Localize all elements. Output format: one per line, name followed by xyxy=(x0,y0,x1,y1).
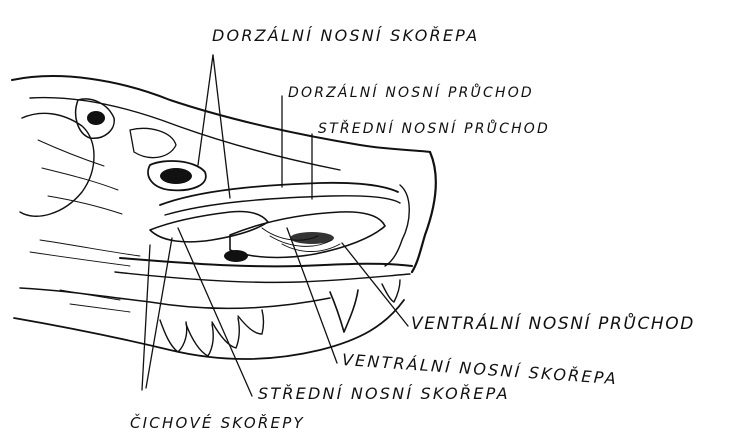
tooth xyxy=(212,318,239,348)
hard-palate-outline xyxy=(120,258,412,266)
hatching xyxy=(60,290,120,300)
tooth xyxy=(160,320,187,352)
dark-sinus-fill xyxy=(87,111,105,125)
nose-tip-outline xyxy=(412,152,436,272)
nasal-plane-inner-outline xyxy=(385,185,409,266)
label-dorzalni-nosni-skorepa: DORZÁLNÍ NOSNÍ SKOŘEPA xyxy=(212,28,479,44)
tooth xyxy=(238,310,264,334)
label-ventralni-nosni-pruchod: VENTRÁLNÍ NOSNÍ PRŮCHOD xyxy=(411,316,695,333)
label-cichove-skorepy: ČICHOVÉ SKOŘEPY xyxy=(130,416,305,431)
dorsal-nasal-concha-lower-outline xyxy=(165,196,400,215)
ethmoid-lamina xyxy=(48,196,122,214)
hatching xyxy=(70,304,130,312)
label-dorzalni-nosni-pruchod: DORZÁLNÍ NOSNÍ PRŮCHOD xyxy=(288,86,534,100)
incisor-tooth xyxy=(382,280,400,302)
leader-dorzalni-skorepa-right xyxy=(213,55,230,198)
middle-concha-outline xyxy=(150,211,268,241)
dark-palate-fill xyxy=(224,250,248,262)
cranial-cavity-outline xyxy=(20,113,94,216)
dorsal-nasal-concha-outline xyxy=(160,183,398,205)
tooth xyxy=(186,324,213,356)
label-stredni-nosni-pruchod: STŘEDNÍ NOSNÍ PRŮCHOD xyxy=(318,122,550,136)
dark-meatus-fill xyxy=(290,232,334,244)
hatching xyxy=(30,252,130,266)
sinus-chamber-outline xyxy=(130,128,176,157)
ethmoid-lamina xyxy=(42,168,118,190)
label-stredni-nosni-skorepa: STŘEDNÍ NOSNÍ SKOŘEPA xyxy=(258,386,510,402)
hatching xyxy=(40,240,140,256)
canine-tooth xyxy=(330,290,358,332)
dark-ethmoid-fill xyxy=(160,168,192,184)
